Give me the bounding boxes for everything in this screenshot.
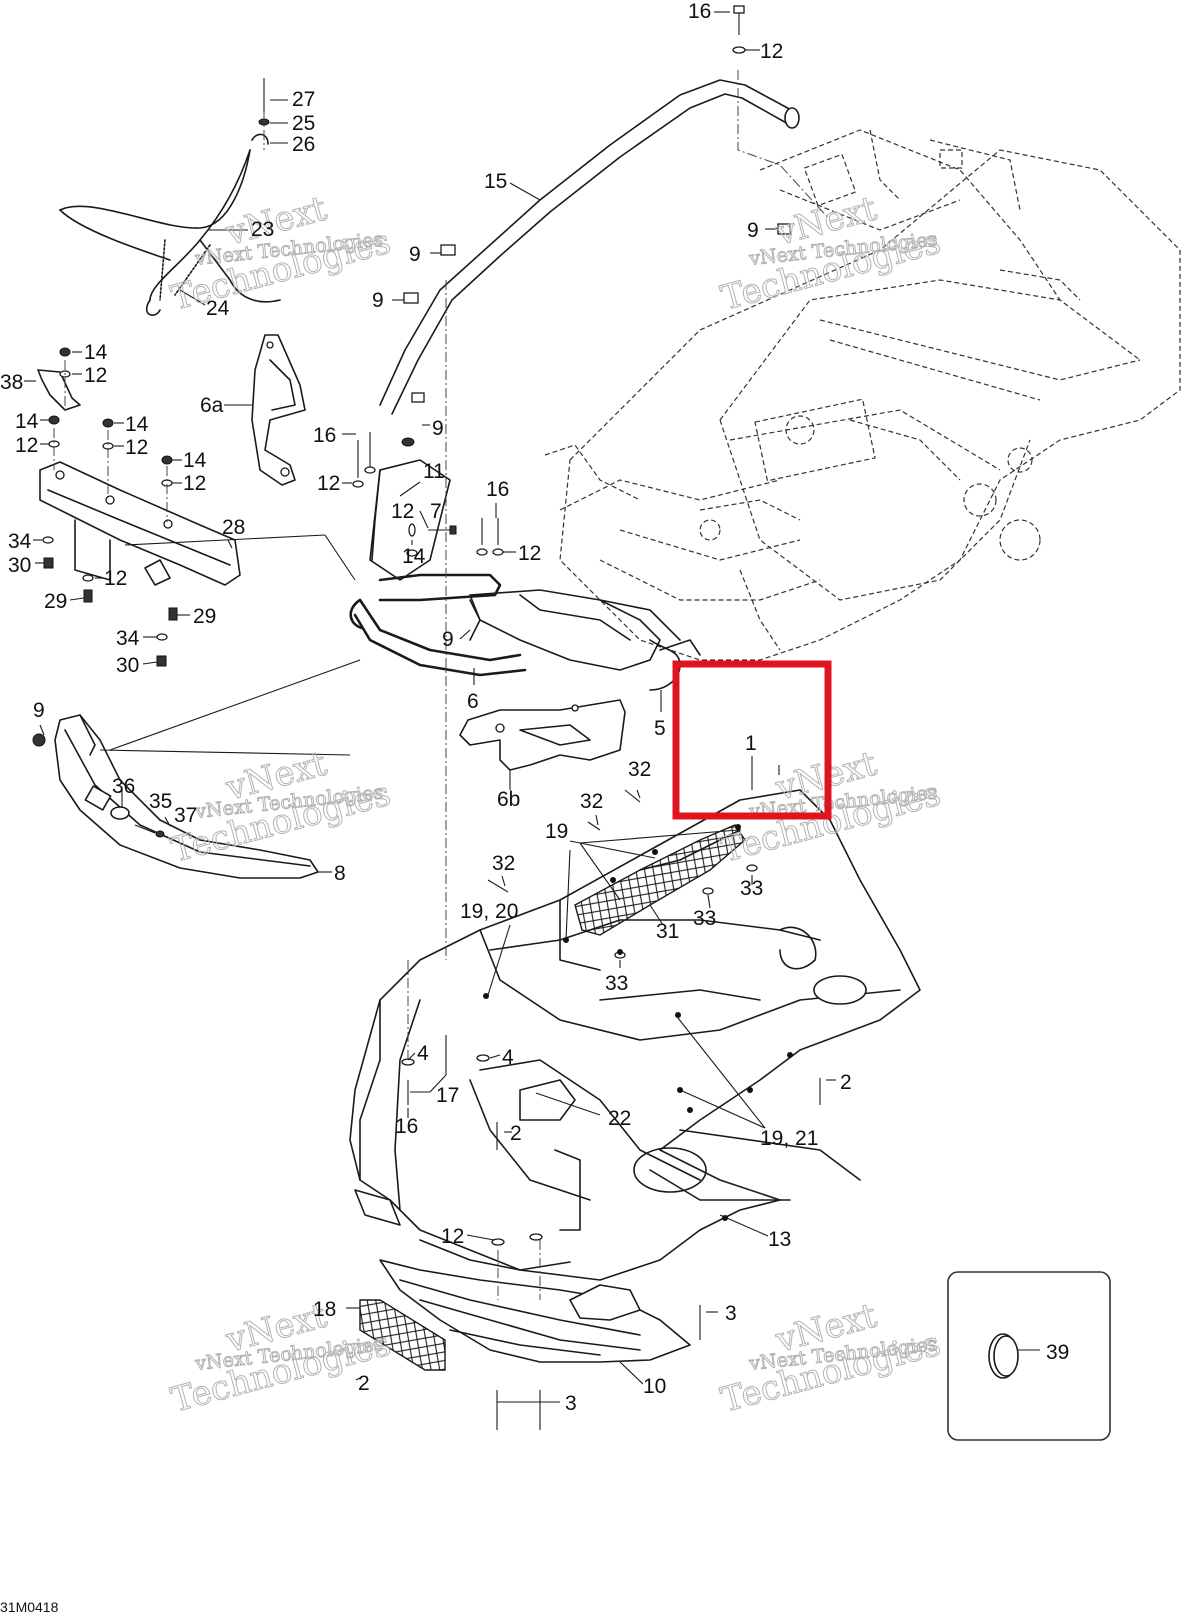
assembly-centerlines xyxy=(263,112,541,1300)
callout-10[interactable]: 10 xyxy=(643,1375,666,1398)
callout-26[interactable]: 26 xyxy=(292,133,315,156)
callout-labels: 1 2 2 2 3 3 4 4 5 6 6a 6b 7 8 9 9 9 9 9 … xyxy=(0,0,1069,1415)
callout-12[interactable]: 12 xyxy=(84,364,107,387)
part-31-grille-mesh xyxy=(574,824,746,936)
callout-34[interactable]: 34 xyxy=(116,627,140,650)
callout-25[interactable]: 25 xyxy=(292,112,315,135)
callout-17[interactable]: 17 xyxy=(436,1084,459,1107)
callout-12[interactable]: 12 xyxy=(183,472,206,495)
part-23-24-cable-spring xyxy=(59,149,281,316)
callout-34[interactable]: 34 xyxy=(8,530,32,553)
callout-14[interactable]: 14 xyxy=(402,545,426,568)
part-28-bumper-bar xyxy=(37,369,241,586)
callout-12[interactable]: 12 xyxy=(125,436,148,459)
callout-32[interactable]: 32 xyxy=(628,758,651,781)
callout-12[interactable]: 12 xyxy=(15,434,38,457)
callout-18[interactable]: 18 xyxy=(313,1298,336,1321)
callout-1[interactable]: 1 xyxy=(745,732,757,755)
callout-2[interactable]: 2 xyxy=(840,1071,852,1094)
callout-22[interactable]: 22 xyxy=(608,1107,631,1130)
part-6-front-bumper-assembly xyxy=(349,459,701,691)
callout-16[interactable]: 16 xyxy=(486,478,509,501)
callout-9[interactable]: 9 xyxy=(432,417,444,440)
part-15-bumper-handle-bar xyxy=(379,70,831,415)
callout-12[interactable]: 12 xyxy=(760,40,783,63)
callout-19-21[interactable]: 19, 21 xyxy=(760,1127,818,1150)
callout-4[interactable]: 4 xyxy=(417,1042,429,1065)
callout-11[interactable]: 11 xyxy=(423,460,445,483)
callout-19[interactable]: 19 xyxy=(545,820,568,843)
callout-39[interactable]: 39 xyxy=(1046,1341,1069,1364)
callout-29[interactable]: 29 xyxy=(44,590,67,613)
part-18-grille xyxy=(359,1299,446,1371)
drawing-code: 31M0418 xyxy=(0,1599,59,1615)
part-10-skid-plate xyxy=(379,1259,691,1363)
callout-35[interactable]: 35 xyxy=(149,790,172,813)
callout-6b[interactable]: 6b xyxy=(497,788,520,811)
highlight-box-part-1[interactable] xyxy=(672,660,832,820)
callout-9[interactable]: 9 xyxy=(442,628,454,651)
callout-9[interactable]: 9 xyxy=(372,289,384,312)
reference-dots xyxy=(483,824,793,1221)
callout-2[interactable]: 2 xyxy=(510,1122,522,1145)
callout-9[interactable]: 9 xyxy=(409,243,421,266)
callout-16[interactable]: 16 xyxy=(313,424,336,447)
hardware-fasteners xyxy=(32,5,821,1430)
callout-38[interactable]: 38 xyxy=(0,371,23,394)
callout-36[interactable]: 36 xyxy=(112,775,135,798)
callout-12[interactable]: 12 xyxy=(518,542,541,565)
callout-12[interactable]: 12 xyxy=(104,567,127,590)
callout-5[interactable]: 5 xyxy=(654,717,666,740)
callout-12[interactable]: 12 xyxy=(317,472,340,495)
callout-7[interactable]: 7 xyxy=(430,500,442,523)
callout-16[interactable]: 16 xyxy=(395,1115,418,1138)
callout-15[interactable]: 15 xyxy=(484,170,507,193)
callout-9[interactable]: 9 xyxy=(747,219,759,242)
callout-14[interactable]: 14 xyxy=(183,449,207,472)
callout-2[interactable]: 2 xyxy=(358,1372,370,1395)
callout-27[interactable]: 27 xyxy=(292,88,315,111)
callout-29[interactable]: 29 xyxy=(193,605,216,628)
inset-box-part-39 xyxy=(947,1271,1111,1441)
callout-33[interactable]: 33 xyxy=(605,972,628,995)
callout-37[interactable]: 37 xyxy=(174,804,197,827)
callout-32[interactable]: 32 xyxy=(580,790,603,813)
callout-30[interactable]: 30 xyxy=(8,554,31,577)
callout-14[interactable]: 14 xyxy=(125,413,149,436)
callout-3[interactable]: 3 xyxy=(725,1302,737,1325)
callout-6[interactable]: 6 xyxy=(467,690,479,713)
callout-14[interactable]: 14 xyxy=(84,341,108,364)
callout-3[interactable]: 3 xyxy=(565,1392,577,1415)
callout-6a[interactable]: 6a xyxy=(200,394,224,417)
callout-33[interactable]: 33 xyxy=(693,907,716,930)
callout-14[interactable]: 14 xyxy=(15,410,39,433)
callout-33[interactable]: 33 xyxy=(740,877,763,900)
part-6a-bracket xyxy=(251,334,306,486)
callout-31[interactable]: 31 xyxy=(656,920,679,943)
callout-12[interactable]: 12 xyxy=(391,500,414,523)
callout-24[interactable]: 24 xyxy=(206,297,230,320)
callout-9[interactable]: 9 xyxy=(33,699,45,722)
callout-19-20[interactable]: 19, 20 xyxy=(460,900,518,923)
callout-23[interactable]: 23 xyxy=(251,218,274,241)
callout-28[interactable]: 28 xyxy=(222,516,245,539)
callout-12[interactable]: 12 xyxy=(441,1225,464,1248)
leader-lines xyxy=(24,11,1040,1403)
chassis-frame xyxy=(544,129,1181,661)
callout-13[interactable]: 13 xyxy=(768,1228,791,1251)
callout-4[interactable]: 4 xyxy=(502,1046,514,1069)
callout-30[interactable]: 30 xyxy=(116,654,139,677)
part-13-19-belly-pan xyxy=(349,789,921,1281)
part-6b-bracket xyxy=(459,699,626,771)
callout-8[interactable]: 8 xyxy=(334,862,346,885)
callout-16[interactable]: 16 xyxy=(688,0,711,23)
callout-32[interactable]: 32 xyxy=(492,852,515,875)
